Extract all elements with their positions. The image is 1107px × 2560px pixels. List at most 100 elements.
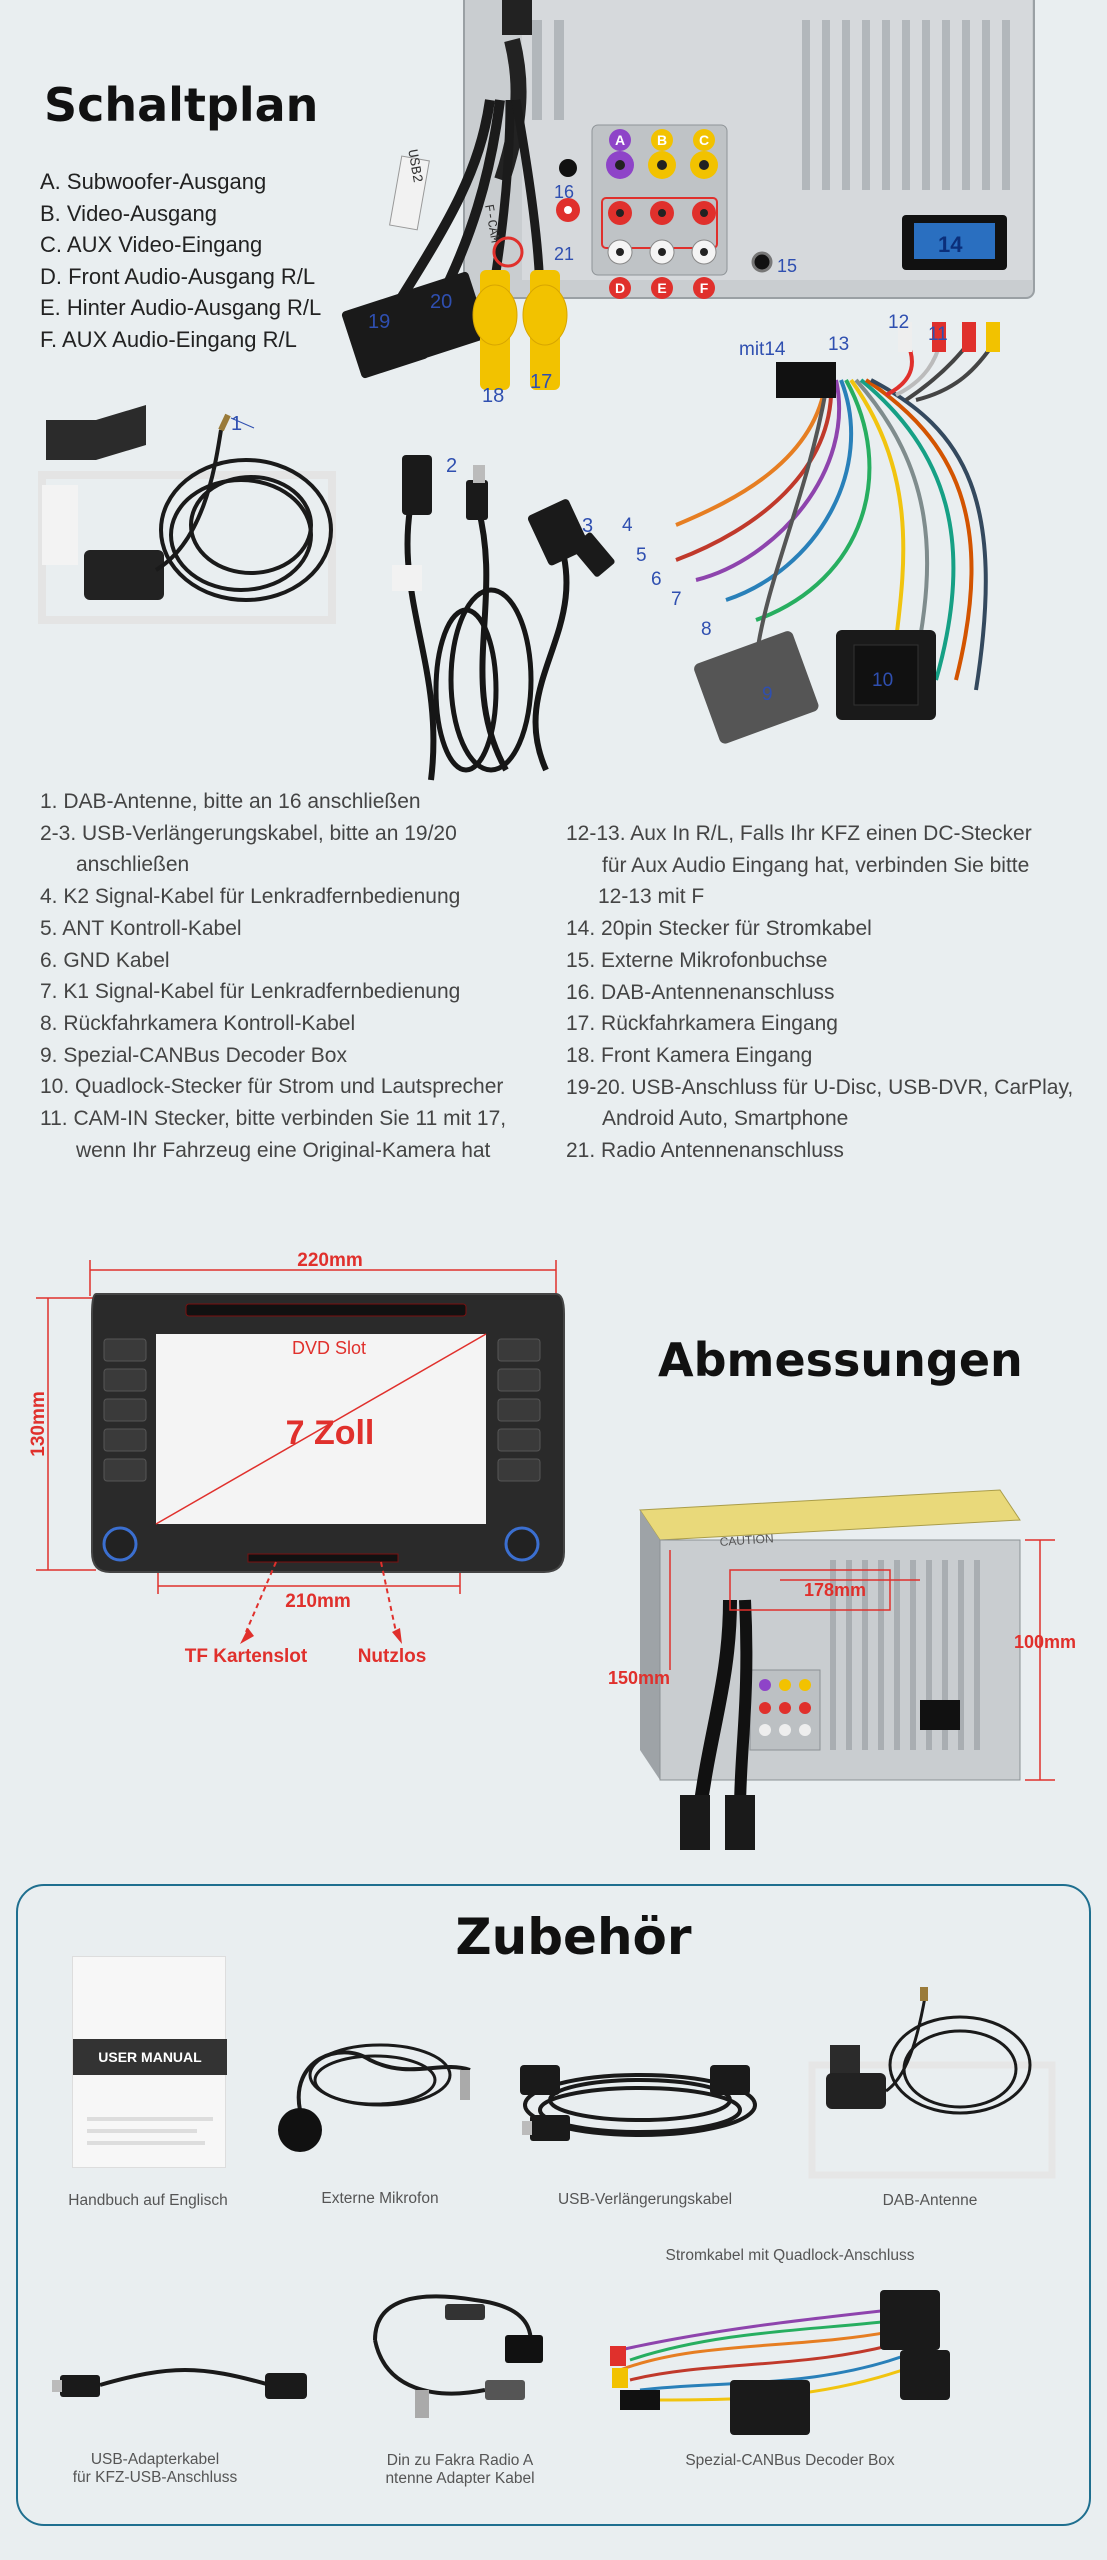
abmessungen-title: Abmessungen — [658, 1333, 1023, 1387]
port-legend: A. Subwoofer-Ausgang B. Video-Ausgang C.… — [40, 166, 321, 355]
cable-number-10: 10 — [872, 670, 893, 691]
dim-width-top: 220mm — [297, 1250, 363, 1271]
dim-depth-side: 150mm — [608, 1668, 670, 1688]
tf-slot-label: TF Kartenslot — [185, 1646, 308, 1667]
desc-item: 2-3. USB-Verlängerungskabel, bitte an 19… — [40, 821, 457, 845]
screen-size-label: 7 Zoll — [286, 1414, 375, 1452]
desc-item: 12-13 mit F — [598, 885, 705, 909]
cable-number-2: 2 — [446, 455, 457, 477]
desc-item: 1. DAB-Antenne, bitte an 16 anschließen — [40, 790, 421, 813]
accessory-label-line2: ntenne Adapter Kabel — [385, 2470, 535, 2487]
desc-item: 7. K1 Signal-Kabel für Lenkradfernbedien… — [40, 980, 461, 1004]
port-number-21: 21 — [554, 244, 574, 264]
accessory-label: Spezial-CANBus Decoder Box — [685, 2452, 895, 2469]
cable-descriptions-right: 12-13. Aux In R/L, Falls Ihr KFZ einen D… — [566, 818, 1106, 1167]
port-letter-f: F — [700, 280, 709, 296]
desc-item: 10. Quadlock-Stecker für Strom und Lauts… — [40, 1075, 504, 1099]
unused-slot-label: Nutzlos — [358, 1646, 427, 1667]
unit-rear-panel-diagram: A B C D E F 16 21 15 14 — [463, 0, 1035, 299]
port-number-17: 17 — [530, 371, 552, 393]
desc-item: wenn Ihr Fahrzeug eine Original-Kamera h… — [76, 1138, 491, 1162]
usb-adapter-cable-image — [52, 2368, 307, 2399]
accessory-label-line2: für KFZ-USB-Anschluss — [72, 2469, 238, 2486]
desc-item: 18. Front Kamera Eingang — [566, 1043, 813, 1067]
dab-antenna-image — [808, 1987, 1056, 2179]
desc-item: 16. DAB-Antennenanschluss — [566, 980, 835, 1004]
schaltplan-title: Schaltplan — [44, 78, 319, 132]
manual-image: USER MANUAL — [72, 1956, 227, 2168]
accessory-label: DAB-Antenne — [882, 2192, 978, 2209]
cable-number-5: 5 — [636, 545, 647, 566]
dim-width-bottom: 210mm — [285, 1591, 351, 1612]
desc-item: 21. Radio Antennenanschluss — [566, 1139, 844, 1163]
dim-box-height: 100mm — [1014, 1632, 1076, 1652]
dim-height-left: 130mm — [28, 1391, 49, 1457]
desc-item: 12-13. Aux In R/L, Falls Ihr KFZ einen D… — [566, 822, 1032, 845]
accessory-label-line1: USB-Adapterkabel — [90, 2451, 220, 2468]
cable-number-8: 8 — [701, 619, 712, 640]
legend-item: D. Front Audio-Ausgang R/L — [40, 263, 316, 289]
cable-number-7: 7 — [671, 589, 682, 610]
port-number-16: 16 — [554, 182, 574, 202]
usb-extension-image — [520, 2065, 757, 2141]
cable-number-13: 13 — [828, 334, 849, 355]
port-letter-c: C — [699, 132, 709, 148]
legend-item: B. Video-Ausgang — [40, 200, 217, 226]
usb-camera-cables: USB2 F-CAM 19 20 18 17 — [341, 99, 568, 407]
cable-number-3: 3 — [582, 515, 593, 537]
legend-item: A. Subwoofer-Ausgang — [40, 169, 267, 194]
desc-item: 15. Externe Mikrofonbuchse — [566, 948, 828, 972]
cable-number-1: 1 — [231, 413, 242, 435]
desc-item: 6. GND Kabel — [40, 948, 170, 972]
caution-label: CAUTION — [719, 1531, 774, 1549]
port-number-14: 14 — [938, 232, 963, 257]
cable-descriptions-left: 1. DAB-Antenne, bitte an 16 anschließen … — [40, 786, 580, 1166]
radio-box-dimensions: CAUTION 178mm 150mm 100mm — [608, 1489, 1076, 1850]
accessory-label: USB-Verlängerungskabel — [557, 2191, 733, 2208]
cable-number-4: 4 — [622, 515, 633, 536]
desc-item: 4. K2 Signal-Kabel für Lenkradfernbedien… — [40, 885, 461, 909]
cable-set-diagram: 1 2 3 mit14 13 12 11 4 — [38, 312, 1000, 781]
cable-number-12: 12 — [888, 312, 909, 333]
cable-number-9: 9 — [762, 684, 773, 705]
legend-item: E. Hinter Audio-Ausgang R/L — [40, 295, 322, 320]
port-number-15: 15 — [777, 256, 797, 276]
zubehoer-title: Zubehör — [455, 1908, 692, 1966]
port-letter-e: E — [657, 280, 666, 296]
cable-label-mit14: mit14 — [739, 339, 786, 360]
legend-item: F. AUX Audio-Eingang R/L — [40, 326, 297, 352]
desc-item: 9. Spezial-CANBus Decoder Box — [40, 1043, 347, 1067]
dvd-slot-label: DVD Slot — [292, 1338, 366, 1358]
desc-item: 8. Rückfahrkamera Kontroll-Kabel — [40, 1011, 356, 1035]
cable-number-6: 6 — [651, 569, 662, 590]
accessory-label: Stromkabel mit Quadlock-Anschluss — [665, 2247, 915, 2264]
port-letter-d: D — [615, 280, 625, 296]
radio-front-dimensions: 220mm 130mm 210mm DVD Slot 7 Zoll TF Kar… — [28, 1250, 565, 1667]
port-number-18: 18 — [482, 385, 504, 407]
microphone-image — [278, 2043, 471, 2152]
port-number-19: 19 — [368, 311, 390, 333]
desc-item: 14. 20pin Stecker für Stromkabel — [566, 917, 872, 941]
desc-item: 19-20. USB-Anschluss für U-Disc, USB-DVR… — [566, 1075, 1074, 1099]
desc-item: 17. Rückfahrkamera Eingang — [566, 1012, 838, 1036]
fcam-tag: F-CAM — [481, 203, 503, 244]
legend-item: C. AUX Video-Eingang — [40, 232, 263, 257]
desc-item: Android Auto, Smartphone — [602, 1107, 849, 1131]
accessory-label: Externe Mikrofon — [321, 2190, 439, 2207]
accessories-frame — [16, 1884, 1091, 2526]
cable-number-11: 11 — [928, 324, 948, 345]
usb2-tag: USB2 — [403, 148, 425, 184]
desc-item: anschließen — [76, 853, 190, 877]
accessory-label: Handbuch auf Englisch — [68, 2192, 228, 2209]
dim-depth-top: 178mm — [804, 1580, 866, 1600]
desc-item: für Aux Audio Eingang hat, verbinden Sie… — [602, 853, 1030, 877]
accessory-label-line1: Din zu Fakra Radio A — [386, 2452, 534, 2469]
desc-item: 5. ANT Kontroll-Kabel — [40, 916, 242, 940]
port-letter-b: B — [657, 132, 667, 148]
port-number-20: 20 — [430, 291, 452, 313]
desc-item: 11. CAM-IN Stecker, bitte verbinden Sie … — [40, 1107, 507, 1131]
quadlock-harness-image — [610, 2290, 950, 2435]
port-letter-a: A — [615, 132, 625, 148]
manual-cover-title: USER MANUAL — [73, 2039, 227, 2075]
fakra-adapter-image — [373, 2294, 543, 2418]
